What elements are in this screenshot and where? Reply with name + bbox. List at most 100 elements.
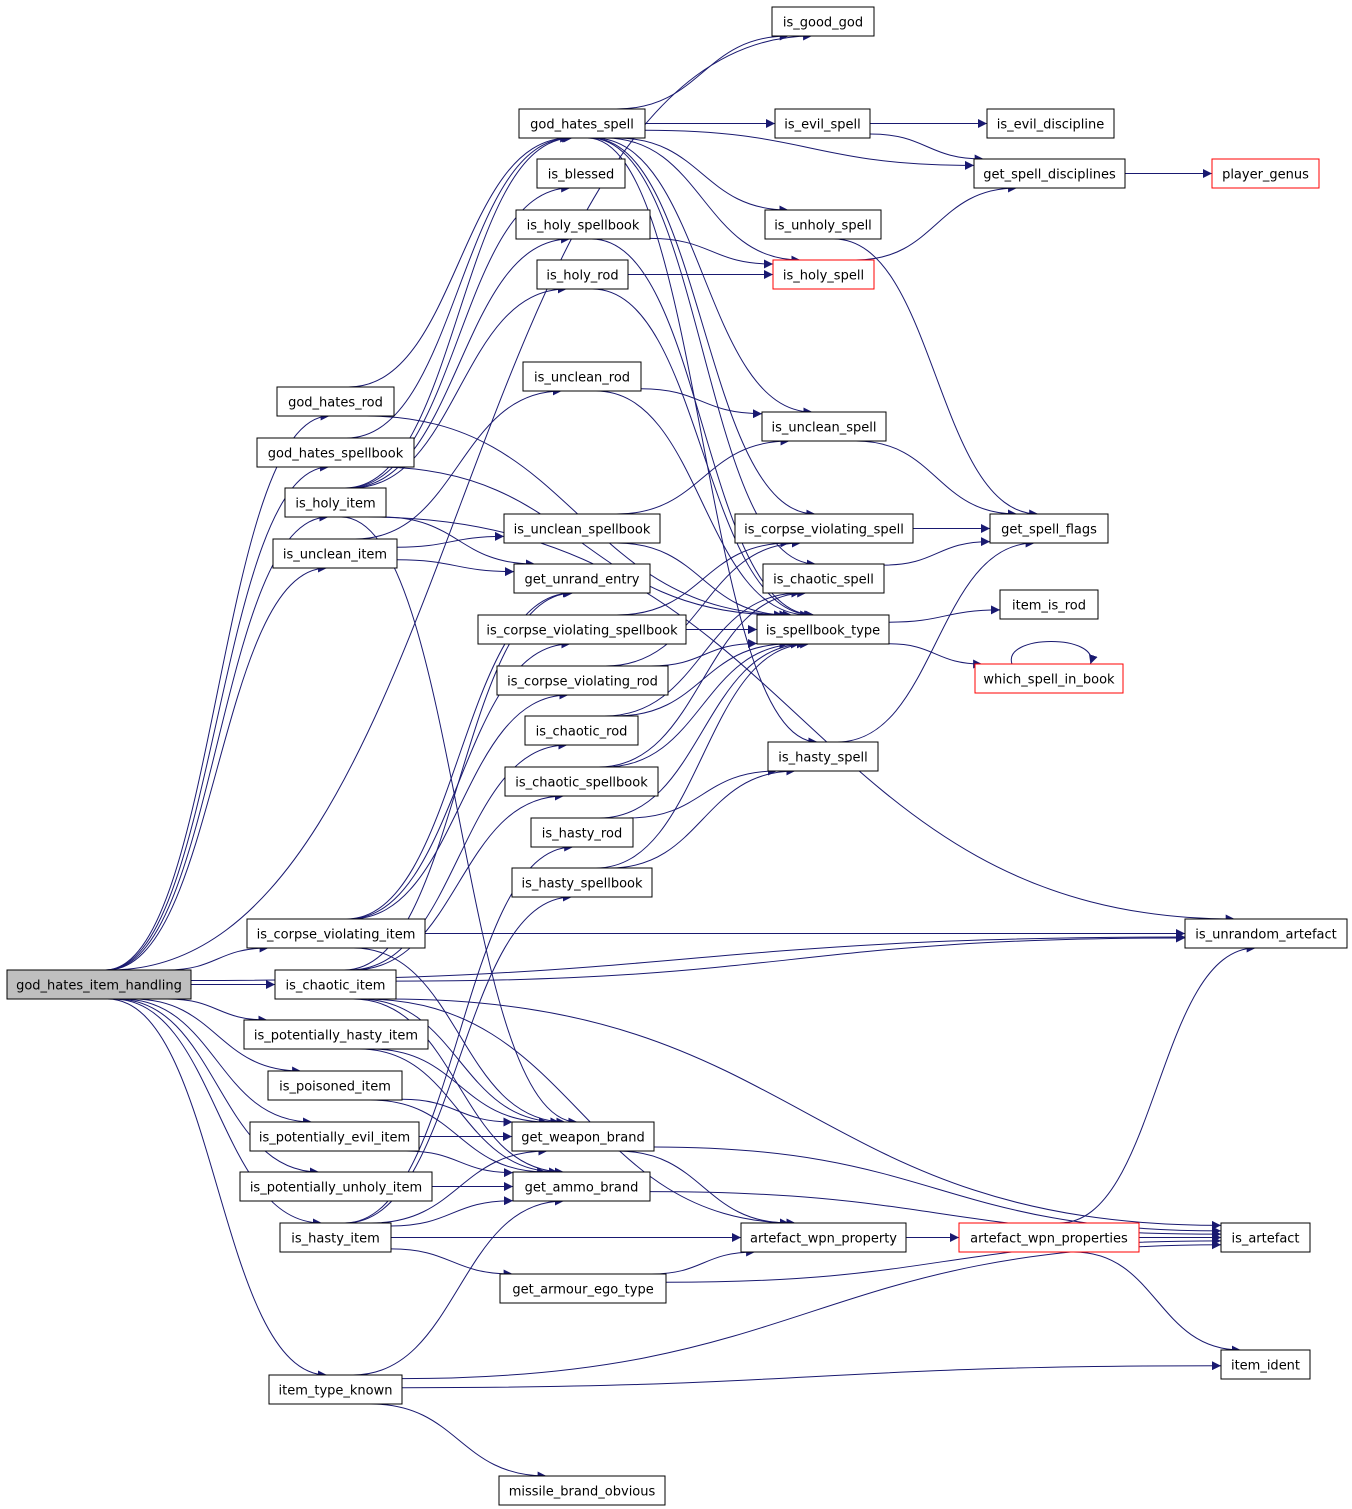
node-god-hates-spellbook[interactable]: god_hates_spellbook	[256, 437, 415, 468]
node-box	[1184, 918, 1348, 949]
call-edge	[167, 998, 268, 1025]
node-box	[515, 209, 651, 240]
node-box	[498, 1475, 666, 1506]
node-is-chaotic-spell[interactable]: is_chaotic_spell	[762, 563, 885, 594]
node-label: is_corpse_violating_rod	[507, 675, 658, 690]
node-is-hasty-rod[interactable]: is_hasty_rod	[530, 817, 634, 848]
node-label: is_unclean_item	[283, 548, 387, 563]
node-label: is_unrandom_artefact	[1195, 928, 1336, 943]
call-edge	[833, 238, 1039, 519]
node-box	[1211, 158, 1320, 189]
node-label: is_hasty_rod	[542, 827, 622, 842]
node-is-corpse-violating-spell[interactable]: is_corpse_violating_spell	[734, 513, 914, 544]
node-is-poisoned-item[interactable]: is_poisoned_item	[267, 1070, 403, 1101]
node-is-unholy-spell[interactable]: is_unholy_spell	[764, 209, 882, 240]
node-box	[536, 259, 629, 290]
node-label: get_weapon_brand	[521, 1131, 644, 1146]
node-get-ammo-brand[interactable]: get_ammo_brand	[512, 1171, 651, 1202]
call-edge	[344, 133, 573, 489]
call-edge	[345, 892, 572, 1224]
node-is-holy-spellbook[interactable]: is_holy_spellbook	[515, 209, 651, 240]
call-edge	[396, 559, 515, 577]
node-box	[530, 817, 634, 848]
node-label: is_chaotic_rod	[536, 725, 628, 740]
node-is-potentially-unholy-item[interactable]: is_potentially_unholy_item	[239, 1171, 433, 1202]
node-artefact-wpn-properties[interactable]: artefact_wpn_properties	[958, 1222, 1140, 1253]
node-is-hasty-spellbook[interactable]: is_hasty_spellbook	[511, 867, 653, 898]
node-is-blessed[interactable]: is_blessed	[536, 158, 626, 189]
node-box	[267, 1070, 403, 1101]
node-which-spell-in-book[interactable]: which_spell_in_book	[974, 663, 1124, 694]
call-edge	[350, 690, 569, 920]
node-box	[511, 1121, 655, 1152]
node-player-genus[interactable]: player_genus	[1211, 158, 1320, 189]
node-get-spell-disciplines[interactable]: get_spell_disciplines	[973, 158, 1126, 189]
node-label: is_corpse_violating_item	[257, 928, 416, 943]
node-missile-brand-obvious[interactable]: missile_brand_obvious	[498, 1475, 666, 1506]
node-is-good-god[interactable]: is_good_god	[771, 6, 875, 37]
node-label: is_artefact	[1231, 1232, 1299, 1247]
node-box	[1220, 1222, 1311, 1253]
call-edge	[371, 1146, 548, 1224]
node-box	[239, 1171, 433, 1202]
node-god-hates-spell[interactable]: god_hates_spell	[518, 108, 646, 139]
node-is-unclean-spell[interactable]: is_unclean_spell	[761, 411, 887, 442]
node-label: which_spell_in_book	[983, 673, 1115, 688]
call-edge	[591, 238, 815, 620]
call-edge	[604, 639, 800, 768]
node-box	[284, 487, 387, 518]
call-edge	[401, 1361, 1222, 1389]
node-box	[272, 538, 398, 569]
node-is-holy-rod[interactable]: is_holy_rod	[536, 259, 629, 290]
node-box	[974, 663, 1124, 694]
node-box	[513, 563, 651, 594]
node-is-unclean-rod[interactable]: is_unclean_rod	[522, 361, 642, 392]
node-label: is_chaotic_spellbook	[515, 776, 648, 791]
call-edge	[166, 943, 269, 971]
node-get-armour-ego-type[interactable]: get_armour_ego_type	[499, 1273, 667, 1304]
node-is-chaotic-spellbook[interactable]: is_chaotic_spellbook	[504, 766, 659, 797]
node-is-holy-item[interactable]: is_holy_item	[284, 487, 387, 518]
node-label: god_hates_spell	[530, 118, 634, 133]
node-is-evil-discipline[interactable]: is_evil_discipline	[986, 108, 1115, 139]
node-box	[276, 386, 395, 417]
node-god-hates-item-handling[interactable]: god_hates_item_handling	[6, 969, 192, 1000]
node-is-corpse-violating-item[interactable]: is_corpse_violating_item	[246, 918, 426, 949]
node-label: player_genus	[1222, 168, 1309, 183]
node-label: item_is_rod	[1012, 599, 1086, 614]
node-is-potentially-hasty-item[interactable]: is_potentially_hasty_item	[243, 1019, 429, 1050]
node-is-evil-spell[interactable]: is_evil_spell	[774, 108, 871, 139]
node-is-chaotic-item[interactable]: is_chaotic_item	[274, 969, 397, 1000]
node-god-hates-rod[interactable]: god_hates_rod	[276, 386, 395, 417]
node-item-type-known[interactable]: item_type_known	[268, 1374, 403, 1405]
call-edge	[616, 137, 789, 215]
node-item-is-rod[interactable]: item_is_rod	[999, 589, 1099, 620]
node-is-artefact[interactable]: is_artefact	[1220, 1222, 1311, 1253]
call-edge	[346, 588, 572, 920]
node-label: is_chaotic_item	[286, 979, 386, 994]
node-is-unrandom-artefact[interactable]: is_unrandom_artefact	[1184, 918, 1348, 949]
node-is-holy-spell[interactable]: is_holy_spell	[772, 259, 875, 290]
node-is-unclean-item[interactable]: is_unclean_item	[272, 538, 398, 569]
node-is-unclean-spellbook[interactable]: is_unclean_spellbook	[503, 513, 661, 544]
call-edge	[396, 531, 505, 548]
node-is-hasty-spell[interactable]: is_hasty_spell	[767, 741, 879, 772]
node-box	[268, 1374, 403, 1405]
node-box	[761, 411, 887, 442]
node-is-hasty-item[interactable]: is_hasty_item	[279, 1222, 392, 1253]
node-is-potentially-evil-item[interactable]: is_potentially_evil_item	[249, 1121, 420, 1152]
node-is-corpse-violating-spellbook[interactable]: is_corpse_violating_spellbook	[477, 614, 687, 645]
call-edge	[888, 605, 1001, 623]
node-get-weapon-brand[interactable]: get_weapon_brand	[511, 1121, 655, 1152]
call-edge	[617, 1150, 789, 1228]
node-is-corpse-violating-rod[interactable]: is_corpse_violating_rod	[496, 665, 669, 696]
node-get-unrand-entry[interactable]: get_unrand_entry	[513, 563, 651, 594]
node-get-spell-flags[interactable]: get_spell_flags	[989, 513, 1109, 544]
call-edge	[855, 183, 1018, 261]
node-is-spellbook-type[interactable]: is_spellbook_type	[756, 614, 890, 645]
call-edge	[355, 386, 562, 540]
node-artefact-wpn-property[interactable]: artefact_wpn_property	[740, 1222, 907, 1253]
node-is-chaotic-rod[interactable]: is_chaotic_rod	[524, 715, 639, 746]
node-box	[986, 108, 1115, 139]
node-item-ident[interactable]: item_ident	[1220, 1349, 1311, 1380]
